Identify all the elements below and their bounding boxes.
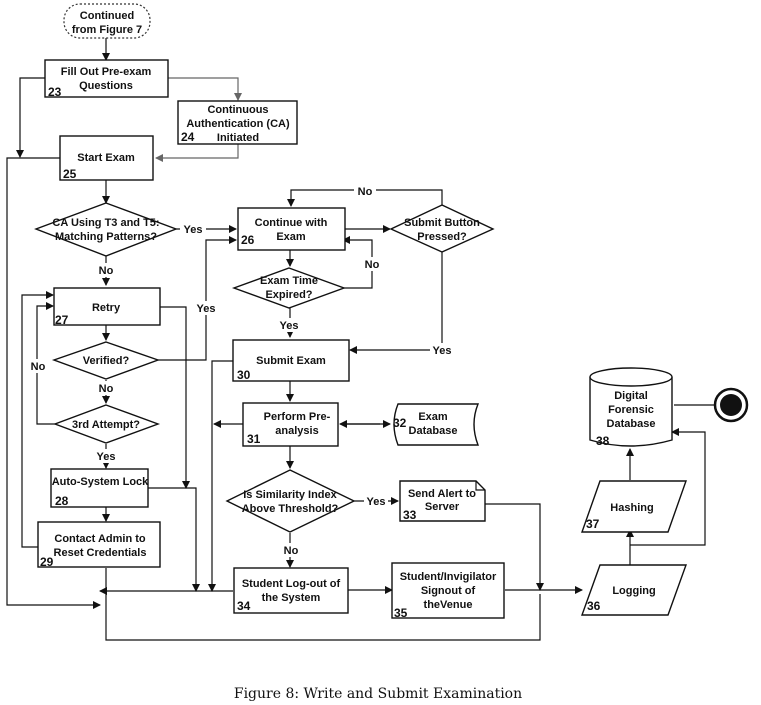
- node-text: Start Exam: [77, 152, 135, 164]
- end-node: [713, 387, 749, 423]
- node-text: Authentication (CA): [186, 118, 290, 130]
- node-text: Contact Admin to: [54, 533, 146, 545]
- decision-submit-button-pressed: Submit Button Pressed?: [389, 204, 495, 253]
- node-number: 32: [393, 416, 407, 430]
- edge-label-submit-yes: Yes: [433, 345, 452, 357]
- decision-verified: Verified?: [51, 341, 161, 380]
- process-29-contact-admin: Contact Admin to Reset Credentials 29: [37, 521, 161, 569]
- node-text: Expired?: [265, 289, 312, 301]
- io-37-hashing: Hashing 37: [581, 480, 687, 533]
- process-26-continue-with-exam: Continue with Exam 26: [237, 207, 346, 251]
- node-number: 23: [48, 85, 62, 99]
- process-24-continuous-authentication: Continuous Authentication (CA) Initiated…: [177, 100, 298, 145]
- node-number: 37: [586, 517, 600, 531]
- node-text: Submit Exam: [256, 355, 326, 367]
- node-text: Submit Button: [404, 217, 480, 229]
- node-text: Continuous: [207, 104, 268, 116]
- node-text: Above Threshold?: [242, 503, 339, 515]
- edge-label-sim-yes: Yes: [367, 496, 386, 508]
- decision-third-attempt: 3rd Attempt?: [52, 404, 161, 444]
- node-text: Pressed?: [417, 231, 467, 243]
- node-text: Server: [425, 501, 460, 513]
- edge-label-ca-yes: Yes: [184, 224, 203, 236]
- node-text: CA Using T3 and T5:: [52, 217, 159, 229]
- node-number: 27: [55, 313, 69, 327]
- node-text: 3rd Attempt?: [72, 419, 140, 431]
- node-number: 33: [403, 508, 417, 522]
- node-number: 30: [237, 368, 251, 382]
- node-text: Fill Out Pre-exam: [61, 66, 152, 78]
- node-number: 31: [247, 432, 261, 446]
- node-text: Exam: [418, 411, 448, 423]
- node-text: Hashing: [610, 502, 653, 514]
- process-23-fill-out-pre-exam: Fill Out Pre-exam Questions 23: [44, 59, 169, 99]
- node-number: 25: [63, 167, 77, 181]
- process-31-perform-pre-analysis: Perform Pre- analysis 31: [242, 402, 339, 447]
- node-text: Logging: [612, 585, 655, 597]
- edge-label-time-no: No: [365, 259, 380, 271]
- start-line-1: Continued: [80, 10, 134, 22]
- node-number: 35: [394, 606, 408, 620]
- edge-label-submit-no: No: [358, 186, 373, 198]
- decision-ca-matching-patterns: CA Using T3 and T5: Matching Patterns?: [34, 202, 178, 257]
- node-text: analysis: [275, 425, 318, 437]
- node-number: 26: [241, 233, 255, 247]
- edge-labels: Yes No Yes No No Yes No No Yes Yes Yes N…: [27, 184, 454, 557]
- edge-label-attempt-no: No: [31, 361, 46, 373]
- process-28-auto-system-lock: Auto-System Lock 28: [50, 468, 149, 508]
- node-text: theVenue: [424, 599, 473, 611]
- node-text: Send Alert to: [408, 488, 476, 500]
- node-text: Questions: [79, 80, 133, 92]
- node-text: Student Log-out of: [242, 578, 341, 590]
- document-33-send-alert: Send Alert to Server 33: [399, 480, 486, 522]
- process-27-retry: Retry 27: [53, 287, 161, 327]
- edge-label-verified-yes: Yes: [197, 303, 216, 315]
- node-number: 28: [55, 494, 69, 508]
- node-text: Verified?: [83, 355, 130, 367]
- process-25-start-exam: Start Exam 25: [59, 135, 154, 181]
- node-text: Auto-System Lock: [52, 476, 149, 488]
- node-text: Forensic: [608, 404, 654, 416]
- node-text: Signout of: [421, 585, 476, 597]
- node-text: Is Similarity Index: [243, 489, 337, 501]
- process-34-student-log-out: Student Log-out of the System 34: [233, 567, 349, 614]
- edge-label-ca-no: No: [99, 265, 114, 277]
- node-text: Exam: [276, 231, 306, 243]
- node-text: Digital: [614, 390, 648, 402]
- database-38-digital-forensic: Digital Forensic Database 38: [589, 367, 673, 448]
- edge-label-verified-no: No: [99, 383, 114, 395]
- data-store-32-exam-database: Exam Database 32: [393, 403, 480, 446]
- node-text: Continue with: [255, 217, 328, 229]
- process-30-submit-exam: Submit Exam 30: [232, 339, 350, 382]
- decision-similarity-index: Is Similarity Index Above Threshold?: [225, 469, 356, 533]
- node-text: Student/Invigilator: [400, 571, 497, 583]
- node-text: Database: [409, 425, 458, 437]
- edge-label-sim-no: No: [284, 545, 299, 557]
- node-text: Exam Time: [260, 275, 318, 287]
- node-number: 29: [40, 555, 54, 569]
- process-35-signout-venue: Student/Invigilator Signout of theVenue …: [391, 562, 505, 620]
- node-text: Reset Credentials: [54, 547, 147, 559]
- node-number: 34: [237, 599, 251, 613]
- io-36-logging: Logging 36: [581, 564, 687, 616]
- start-line-2: from Figure 7: [72, 24, 142, 36]
- edge-label-time-yes: Yes: [280, 320, 299, 332]
- decision-exam-time-expired: Exam Time Expired?: [231, 267, 347, 309]
- node-text: Retry: [92, 302, 121, 314]
- node-text: the System: [262, 592, 321, 604]
- figure-caption: Figure 8: Write and Submit Examination: [234, 686, 522, 702]
- node-text: Matching Patterns?: [55, 231, 157, 243]
- node-number: 24: [181, 130, 195, 144]
- node-number: 36: [587, 599, 601, 613]
- start-node: Continued from Figure 7: [63, 3, 151, 39]
- edge-label-attempt-yes: Yes: [97, 451, 116, 463]
- node-text: Initiated: [217, 132, 259, 144]
- node-number: 38: [596, 434, 610, 448]
- node-text: Perform Pre-: [264, 411, 331, 423]
- node-text: Database: [607, 418, 656, 430]
